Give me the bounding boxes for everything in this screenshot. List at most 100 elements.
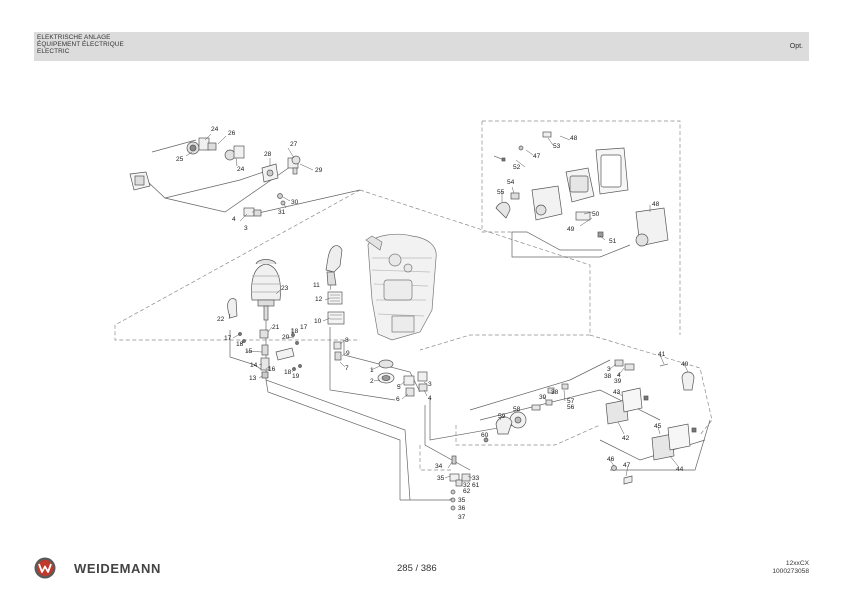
wire-beacon-b: [265, 379, 401, 500]
right-light-frame-left: [481, 121, 513, 233]
main-harness-left: [114, 189, 361, 341]
callout-47-lower: 47: [623, 462, 631, 469]
page-header: ELEKTRISCHE ANLAGE ÉQUIPEMENT ÉLECTRIQUE…: [34, 32, 809, 61]
wire-left-loop: [229, 330, 263, 371]
callout-58: 58: [513, 406, 521, 413]
callout-41: 41: [658, 351, 666, 358]
brand-name: WEIDEMANN: [74, 561, 162, 576]
callout-4-right: 4: [617, 372, 621, 379]
callout-30: 30: [291, 199, 299, 206]
callout-36: 36: [458, 505, 466, 512]
callout-38-lower: 38: [551, 389, 559, 396]
wire-right-lower: [429, 398, 516, 441]
callout-62: 62: [463, 488, 471, 495]
callout-24-lower: 24: [237, 166, 245, 173]
callout-49: 49: [567, 226, 575, 233]
callout-46: 46: [607, 456, 615, 463]
joystick-handle: [325, 245, 345, 325]
callout-3-right: 3: [607, 366, 611, 373]
callout-18-right: 18: [291, 328, 299, 335]
top-left-components: [129, 137, 301, 217]
wire-to-lights: [469, 359, 611, 411]
wire-bottom-right-b: [610, 419, 711, 471]
joystick-housing: [365, 233, 437, 341]
callout-19: 19: [292, 373, 300, 380]
header-option: Opt.: [789, 43, 803, 50]
callout-53: 53: [553, 143, 561, 150]
callout-20: 20: [282, 334, 290, 341]
callout-42: 42: [622, 435, 630, 442]
callout-48-right: 48: [652, 201, 660, 208]
bracket-55: [495, 201, 511, 219]
lower-rail: [455, 424, 601, 446]
callout-59: 59: [498, 413, 506, 420]
callout-33: 33: [472, 475, 480, 482]
callout-27: 27: [290, 141, 298, 148]
callout-28: 28: [264, 151, 272, 158]
callout-5: 5: [397, 384, 401, 391]
weidemann-logo-icon: [34, 557, 56, 579]
lamp-59: [495, 416, 513, 435]
wire-lamp-frame: [512, 231, 602, 251]
callout-43: 43: [613, 389, 621, 396]
callout-54: 54: [507, 179, 515, 186]
wire-beacon: [265, 300, 411, 501]
callout-17-left: 17: [224, 335, 232, 342]
callout-24-top: 24: [211, 126, 219, 133]
callout-3-top: 3: [244, 225, 248, 232]
callout-38-right: 38: [604, 373, 612, 380]
callout-35-upper: 35: [437, 475, 445, 482]
callout-25: 25: [176, 156, 184, 163]
wire-top-left-b: [164, 167, 276, 199]
lamp-44: [651, 433, 675, 461]
callout-17-right: 17: [300, 324, 308, 331]
work-light-components: [493, 131, 669, 247]
callout-31: 31: [278, 209, 286, 216]
callout-11: 11: [313, 282, 320, 289]
lamp-42: [605, 399, 629, 425]
callout-44: 44: [676, 466, 684, 473]
wire-center-b: [343, 340, 421, 393]
header-title-de: ELEKTRISCHE ANLAGE: [37, 34, 111, 41]
lamp-22: [227, 298, 238, 319]
page-number: 285 / 386: [397, 563, 437, 574]
document-number: 1000273058: [772, 568, 809, 575]
main-harness-loop: [359, 189, 591, 351]
wire-right-lower-b: [424, 405, 471, 471]
callout-12: 12: [315, 296, 323, 303]
callout-48-top: 48: [570, 135, 578, 142]
callout-7: 7: [345, 365, 349, 372]
callout-1: 1: [370, 367, 374, 374]
callout-8: 8: [345, 337, 349, 344]
wire-to-connector: [253, 189, 361, 215]
callout-4-top: 4: [232, 216, 236, 223]
callout-50: 50: [592, 211, 600, 218]
switch-40: [681, 371, 695, 391]
wire-to-lights-b: [479, 389, 661, 421]
callout-52: 52: [513, 164, 521, 171]
callout-40: 40: [681, 361, 689, 368]
right-lower-components: [483, 359, 697, 485]
leader-lines: [185, 133, 689, 501]
harness-outlines: [114, 120, 713, 471]
center-components: [227, 298, 428, 397]
callout-numbers: 24 26 25 24 27 28 29 30 31 4 3 53 48 47 …: [176, 126, 689, 521]
callout-37: 37: [458, 514, 466, 521]
callout-18-lower: 18: [284, 369, 292, 376]
wire-lamp-frame-b: [511, 232, 631, 258]
callout-9: 9: [346, 350, 350, 357]
callout-26: 26: [228, 130, 236, 137]
callout-29: 29: [315, 167, 323, 174]
right-rail: [589, 334, 713, 436]
wire-top-left: [147, 139, 301, 213]
callout-34: 34: [435, 463, 443, 470]
model-info: 12xxCX 1000273058: [772, 560, 809, 576]
callout-16: 16: [268, 366, 276, 373]
callout-18-left: 18: [236, 341, 244, 348]
callout-14: 14: [250, 362, 258, 369]
bottom-rail: [419, 445, 452, 471]
callout-22: 22: [217, 316, 225, 323]
callout-56: 56: [567, 404, 575, 411]
callout-35-lower: 35: [458, 497, 466, 504]
